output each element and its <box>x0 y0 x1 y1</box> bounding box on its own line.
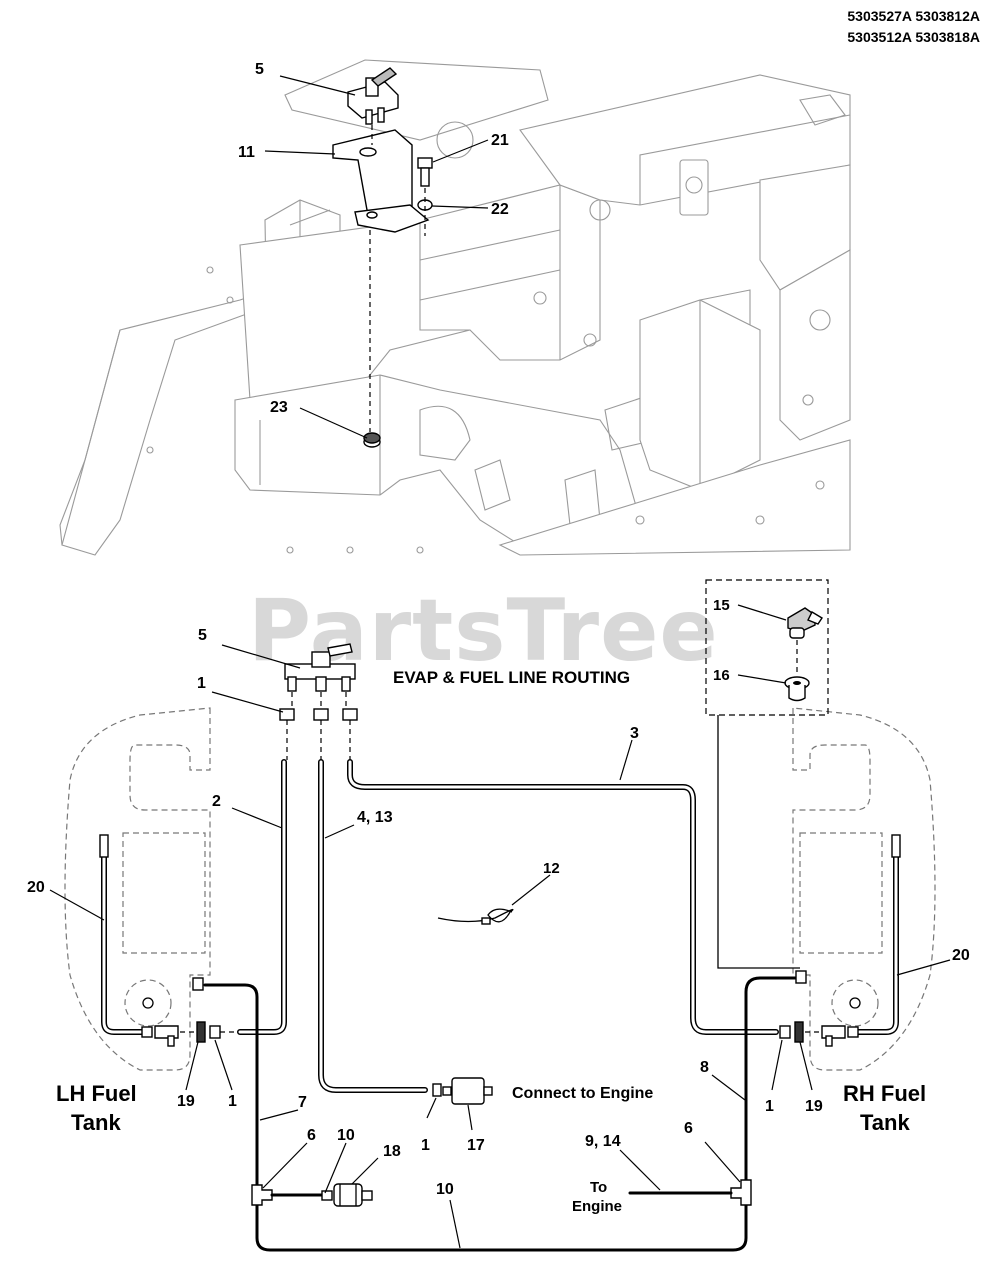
clip-part-1-engine <box>432 1083 442 1097</box>
callout-12: 12 <box>543 860 560 877</box>
fuel-line-8 <box>744 976 797 1192</box>
callout-15: 15 <box>713 597 730 614</box>
rh-fittings <box>779 1021 859 1047</box>
callout-20-left: 20 <box>27 879 45 896</box>
model-code-line-2: 5303512A 5303818A <box>847 29 980 45</box>
callout-19-left: 19 <box>177 1093 195 1110</box>
frame-assembly-drawing <box>59 59 851 556</box>
top-callout-5: 5 <box>255 61 264 78</box>
top-nut-part-23 <box>363 432 381 448</box>
top-callout-21: 21 <box>491 132 509 149</box>
callout-3: 3 <box>630 725 639 742</box>
vent-line <box>717 715 800 969</box>
callout-7: 7 <box>298 1094 307 1111</box>
callout-17: 17 <box>467 1137 485 1154</box>
to-engine-label-2: Engine <box>572 1198 622 1215</box>
filter-part-18 <box>321 1183 373 1207</box>
valve-part-5 <box>284 643 356 692</box>
callout-19-right: 19 <box>805 1098 823 1115</box>
callout-1-engine: 1 <box>421 1137 430 1154</box>
lh-tank-label-1: LH Fuel <box>56 1081 137 1106</box>
rh-tank-label-2: Tank <box>860 1110 910 1135</box>
callout-10-top: 10 <box>337 1127 355 1144</box>
leader-top-11 <box>264 150 336 155</box>
callout-6-left: 6 <box>307 1127 316 1144</box>
callout-1-right: 1 <box>765 1098 774 1115</box>
tee-part-6-right <box>730 1179 752 1206</box>
leader-top-5 <box>279 75 356 96</box>
callout-5: 5 <box>198 627 207 644</box>
top-callout-22: 22 <box>491 201 509 218</box>
top-bolt-part-21 <box>417 157 433 187</box>
connect-to-engine-label: Connect to Engine <box>512 1085 653 1102</box>
hose-20-left <box>101 852 147 1035</box>
callout-16: 16 <box>713 667 730 684</box>
top-bracket-part-11 <box>332 129 430 233</box>
callout-4-13: 4, 13 <box>357 809 393 826</box>
callout-1-left: 1 <box>228 1093 237 1110</box>
callout-6-right: 6 <box>684 1120 693 1137</box>
callout-20-right: 20 <box>952 947 970 964</box>
diagram-title: EVAP & FUEL LINE ROUTING <box>393 668 630 687</box>
model-code-line-1: 5303527A 5303812A <box>847 8 980 24</box>
callout-18: 18 <box>383 1143 401 1160</box>
callout-1-top: 1 <box>197 675 206 692</box>
fuel-line-10-bottom <box>255 1198 748 1252</box>
hose-20-right <box>853 852 899 1035</box>
lh-fuel-tank-outline <box>64 707 211 1071</box>
top-dashed-assembly-line <box>369 125 373 432</box>
inset-box <box>705 579 829 716</box>
top-valve-part-5 <box>347 67 399 125</box>
model-codes: 5303527A 5303812A 5303512A 5303818A <box>847 6 980 48</box>
tee-part-6-left <box>251 1184 273 1206</box>
leader-top-23 <box>299 407 368 439</box>
rh-tank-label-1: RH Fuel <box>843 1081 926 1106</box>
callout-10-bottom: 10 <box>436 1181 454 1198</box>
callout-9-14: 9, 14 <box>585 1133 621 1150</box>
rh-fuel-tank-outline <box>792 707 936 1071</box>
to-engine-label-1: To <box>590 1179 607 1196</box>
cable-tie-part-12 <box>437 908 514 925</box>
top-callout-11: 11 <box>238 144 255 161</box>
clips-part-1-valve <box>279 708 358 721</box>
part-15-rollover-valve <box>787 607 823 639</box>
lh-tank-label-2: Tank <box>71 1110 121 1135</box>
callout-8: 8 <box>700 1059 709 1076</box>
leader-top-21 <box>432 139 489 163</box>
part-16-grommet <box>784 676 810 702</box>
hose-3 <box>347 759 779 1035</box>
fuel-line-7 <box>203 983 259 1192</box>
lh-fittings <box>141 1021 238 1047</box>
filter-part-17 <box>442 1077 493 1105</box>
callout-2: 2 <box>212 793 221 810</box>
top-callout-23: 23 <box>270 399 288 416</box>
hose-2 <box>237 759 287 1035</box>
leader-top-22 <box>431 205 489 209</box>
